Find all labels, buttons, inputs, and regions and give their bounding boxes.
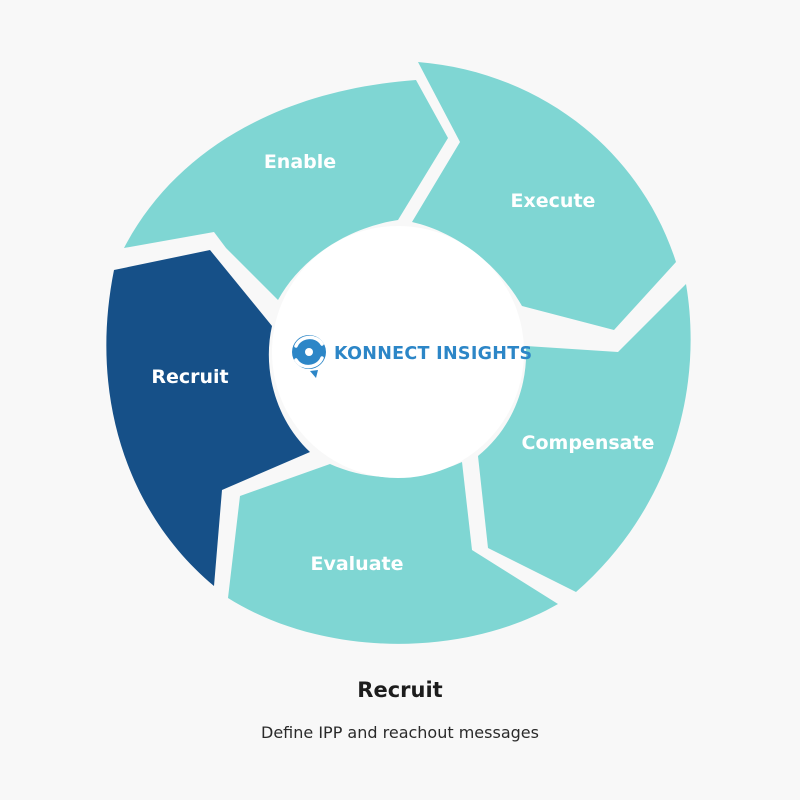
segment-execute[interactable]: Execute [412, 62, 676, 330]
segment-execute-label: Execute [511, 190, 596, 212]
segment-enable-shape [124, 80, 448, 300]
segment-execute-shape [412, 62, 676, 330]
segment-compensate-label: Compensate [522, 432, 655, 454]
segment-evaluate-shape [228, 462, 558, 644]
segment-enable[interactable]: Enable [124, 80, 448, 300]
cycle-diagram: Enable Execute Compensate Evaluate Recru… [106, 62, 691, 644]
segment-evaluate[interactable]: Evaluate [228, 462, 558, 644]
konnect-insights-logo-icon [292, 335, 326, 378]
center-hub [272, 226, 524, 478]
caption-title: Recruit [357, 678, 443, 702]
segment-compensate[interactable]: Compensate [478, 284, 691, 592]
segment-recruit-shape [106, 250, 310, 586]
segment-recruit-label: Recruit [151, 366, 228, 388]
segment-evaluate-label: Evaluate [310, 553, 403, 575]
segment-recruit[interactable]: Recruit [106, 250, 310, 586]
caption-description: Define IPP and reachout messages [261, 723, 539, 742]
konnect-insights-logo: KONNECT INSIGHTS [292, 335, 532, 378]
segment-compensate-shape [478, 284, 691, 592]
segment-enable-label: Enable [264, 151, 336, 173]
logo-text: KONNECT INSIGHTS [334, 344, 532, 364]
